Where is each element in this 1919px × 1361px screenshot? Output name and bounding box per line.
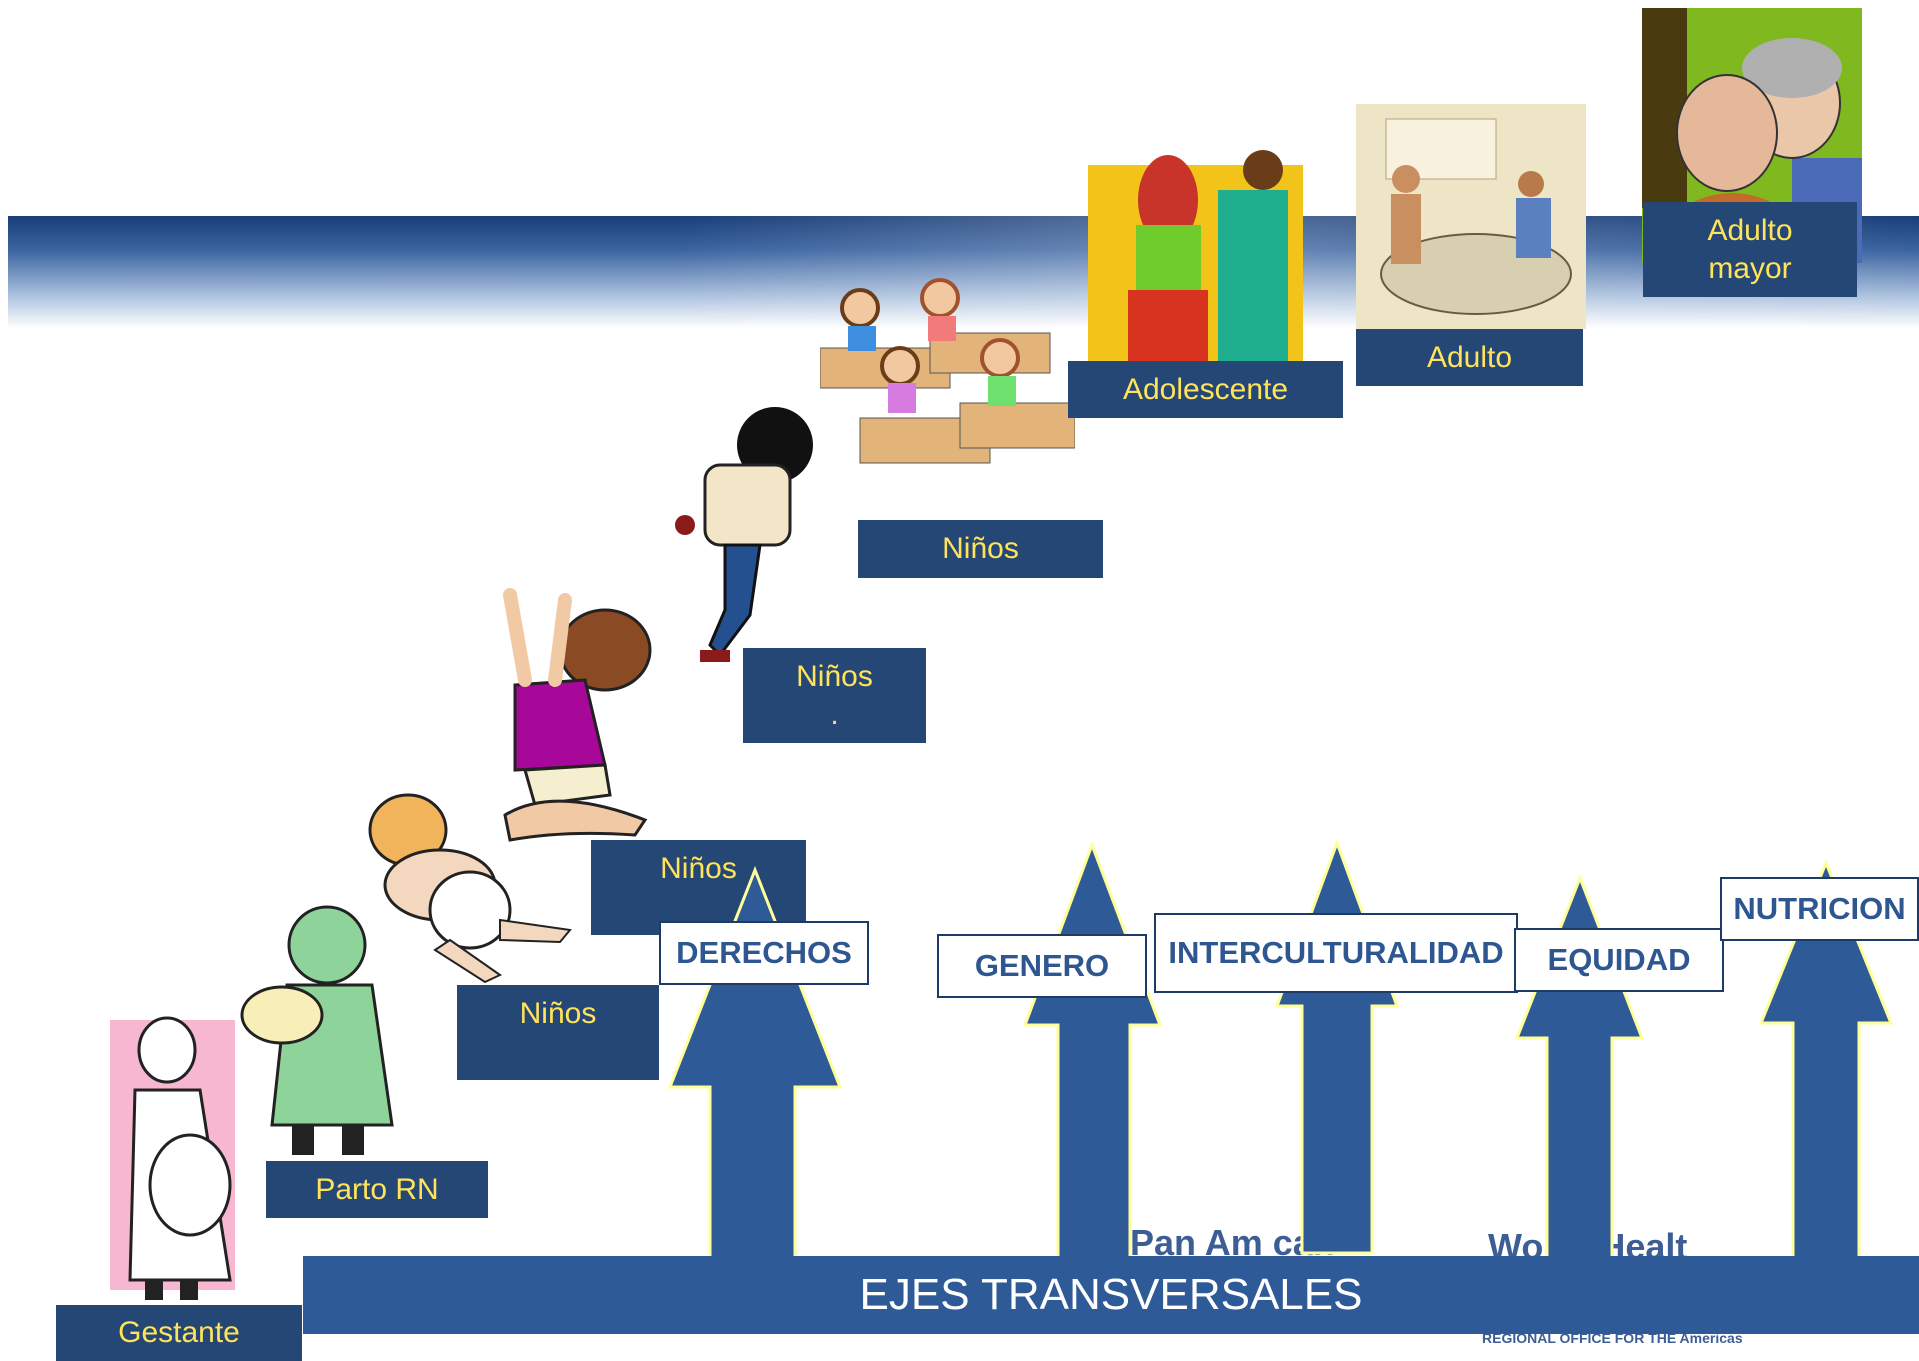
adults-meeting-image xyxy=(1356,104,1586,329)
stage-label-text: Adulto mayor xyxy=(1707,214,1793,285)
pregnant-woman-image xyxy=(105,1005,240,1305)
stage-label-adulto-mayor: Adulto mayor xyxy=(1643,202,1857,297)
axis-label-text: EQUIDAD xyxy=(1547,942,1691,977)
watermark-subtitle: REGIONAL OFFICE FOR THE Americas xyxy=(1482,1330,1743,1346)
stage-label-gestante: Gestante xyxy=(56,1305,302,1361)
stage-label-subtext: . xyxy=(830,697,839,731)
stage-label-ninos-4: Niños xyxy=(858,520,1103,578)
stage-label-text: Adolescente xyxy=(1122,372,1289,406)
nurse-newborn-image xyxy=(232,900,397,1160)
header-band-fade xyxy=(8,216,1919,328)
arrow-interculturalidad xyxy=(1272,838,1402,1258)
axis-label-genero: GENERO xyxy=(937,934,1147,998)
stage-label-text: Gestante xyxy=(118,1316,240,1350)
axis-label-text: DERECHOS xyxy=(676,935,852,970)
ejes-transversales-bar: EJES TRANSVERSALES xyxy=(303,1256,1919,1334)
stage-label-adolescente: Adolescente xyxy=(1068,361,1343,418)
watermark-sub-text: REGIONAL OFFICE FOR THE Americas xyxy=(1482,1330,1743,1346)
axis-label-derechos: DERECHOS xyxy=(659,921,869,985)
arrow-genero xyxy=(1020,840,1165,1265)
stage-label-parto: Parto RN xyxy=(266,1161,488,1218)
baby-reaching-image xyxy=(495,585,665,845)
stage-label-ninos-3: Niños . xyxy=(743,648,926,743)
stage-label-ninos-1: Niños xyxy=(457,985,659,1080)
axis-label-nutricion: NUTRICION xyxy=(1720,877,1919,941)
stage-label-adulto: Adulto xyxy=(1356,329,1583,386)
stage-label-text: Niños xyxy=(519,997,597,1030)
header-band xyxy=(8,216,1919,328)
axis-label-text: INTERCULTURALIDAD xyxy=(1168,935,1504,970)
teenagers-image xyxy=(1088,140,1303,365)
axis-label-text: NUTRICION xyxy=(1733,891,1906,926)
axis-label-interculturalidad: INTERCULTURALIDAD xyxy=(1154,913,1518,993)
stage-label-text: Niños xyxy=(660,852,737,885)
stage-label-text: Niños xyxy=(796,660,873,693)
stage-label-text: Adulto xyxy=(1426,340,1513,374)
running-child-image xyxy=(665,405,825,665)
classroom-children-image xyxy=(820,278,1075,500)
axis-label-equidad: EQUIDAD xyxy=(1514,928,1724,992)
axis-label-text: GENERO xyxy=(974,948,1110,983)
crawling-baby-image xyxy=(350,790,580,985)
stage-label-text: Niños xyxy=(942,532,1019,566)
stage-label-text: Parto RN xyxy=(315,1172,439,1206)
ejes-transversales-label: EJES TRANSVERSALES xyxy=(859,1270,1363,1319)
